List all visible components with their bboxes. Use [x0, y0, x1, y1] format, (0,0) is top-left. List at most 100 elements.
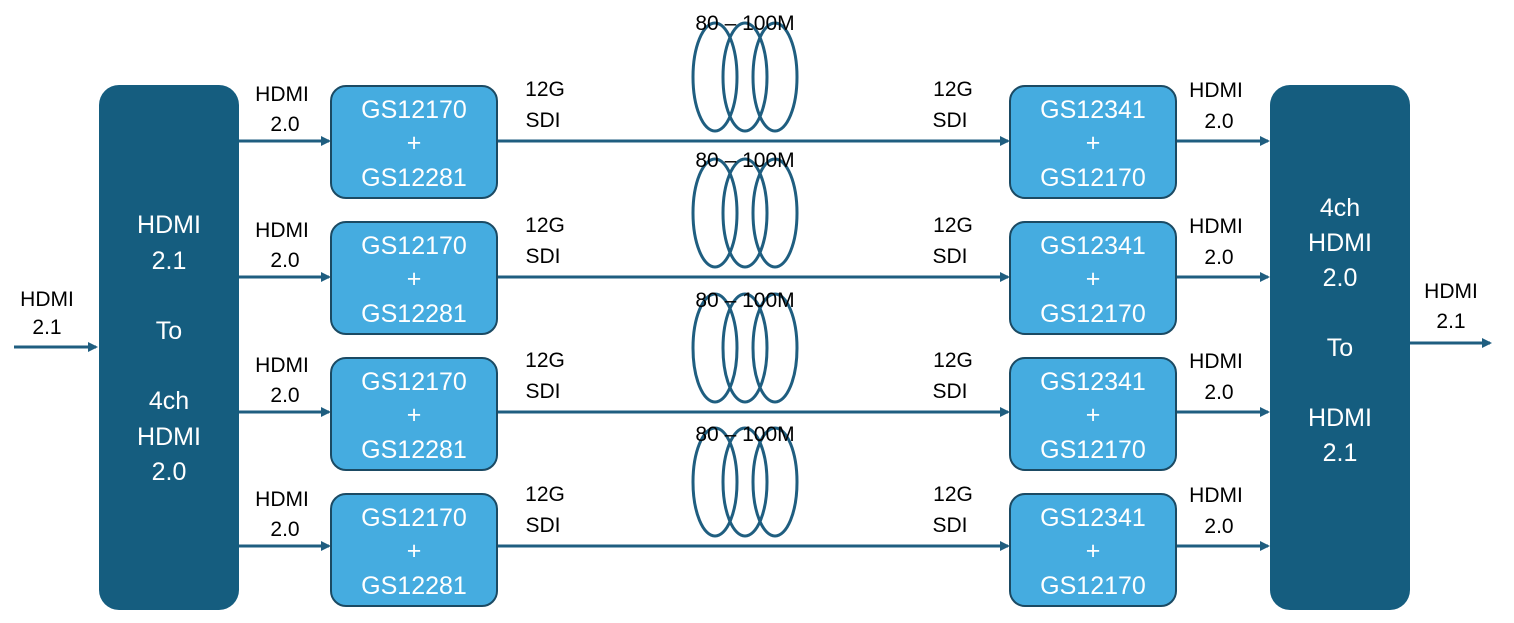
- combiner-line-4: To: [1327, 334, 1353, 362]
- tx-chip-box: [330, 85, 498, 199]
- tx-sdi-label-line2: SDI: [525, 380, 560, 403]
- hdmi-out-label-line2: 2.0: [1204, 381, 1233, 404]
- rx-chip-box: [1009, 85, 1177, 199]
- tx-chip-line3: GS12281: [361, 300, 467, 328]
- hdmi-in-label-line2: 2.0: [270, 518, 299, 541]
- tx-sdi-label-line2: SDI: [525, 514, 560, 537]
- coil-loop: [751, 426, 799, 538]
- coil-loop: [691, 292, 739, 404]
- rx-chip-line2: +: [1086, 129, 1101, 157]
- hdmi-out-label-line1: HDMI: [1189, 350, 1243, 373]
- combiner-line-1: 4ch: [1320, 194, 1360, 222]
- hdmi-out-label-line2: 2.0: [1204, 246, 1233, 269]
- rx-chip-box: [1009, 221, 1177, 335]
- splitter-line-3: To: [156, 317, 182, 345]
- hdmi-in-label-line1: HDMI: [255, 83, 309, 106]
- tx-chip-box: [330, 221, 498, 335]
- tx-sdi-label-line1: 12G: [525, 78, 565, 101]
- tx-chip-box: [330, 493, 498, 607]
- hdmi-in-label-line1: HDMI: [255, 488, 309, 511]
- rx-chip-line3: GS12170: [1040, 436, 1146, 464]
- rx-chip-box: [1009, 357, 1177, 471]
- hdmi-in-label-line1: HDMI: [255, 219, 309, 242]
- rx-chip-line1: GS12341: [1040, 232, 1146, 260]
- splitter-line-6: 2.0: [152, 458, 187, 486]
- rx-sdi-label-line2: SDI: [932, 109, 967, 132]
- coil-loop: [691, 157, 739, 269]
- coil-loop: [721, 157, 769, 269]
- rx-sdi-label-line1: 12G: [933, 214, 973, 237]
- hdmi-in-label-line1: HDMI: [255, 354, 309, 377]
- coil-loop: [691, 426, 739, 538]
- coil-loop: [751, 21, 799, 133]
- rx-chip-line3: GS12170: [1040, 164, 1146, 192]
- tx-chip-line3: GS12281: [361, 436, 467, 464]
- rx-chip-line3: GS12170: [1040, 572, 1146, 600]
- splitter-line-2: 2.1: [152, 247, 187, 275]
- tx-sdi-label-line1: 12G: [525, 214, 565, 237]
- tx-sdi-label-line2: SDI: [525, 245, 560, 268]
- hdmi-out-label-line1: HDMI: [1189, 215, 1243, 238]
- rx-chip-line2: +: [1086, 265, 1101, 293]
- hdmi-in-label-line2: 2.0: [270, 249, 299, 272]
- tx-sdi-label-line2: SDI: [525, 109, 560, 132]
- tx-chip-line1: GS12170: [361, 232, 467, 260]
- cable-coil-icon: [691, 157, 799, 269]
- combiner-line-5: HDMI: [1308, 404, 1372, 432]
- cable-coil-icon: [691, 21, 799, 133]
- tx-chip-line1: GS12170: [361, 96, 467, 124]
- tx-sdi-label-line1: 12G: [525, 349, 565, 372]
- input-label-line1: HDMI: [20, 288, 74, 311]
- output-label-line1: HDMI: [1424, 280, 1478, 303]
- tx-chip-line2: +: [407, 129, 422, 157]
- rx-sdi-label-line1: 12G: [933, 78, 973, 101]
- cable-coil-icon: [691, 292, 799, 404]
- coil-loop: [721, 21, 769, 133]
- combiner-line-2: HDMI: [1308, 229, 1372, 257]
- cable-length-label: 80 – 100M: [695, 149, 794, 172]
- hdmi-out-label-line1: HDMI: [1189, 484, 1243, 507]
- tx-chip-line1: GS12170: [361, 368, 467, 396]
- rx-chip-line1: GS12341: [1040, 504, 1146, 532]
- coil-loop: [751, 157, 799, 269]
- splitter-box-body: [99, 85, 239, 610]
- hdmi-in-label-line2: 2.0: [270, 113, 299, 136]
- output-label-line2: 2.1: [1436, 310, 1465, 333]
- coil-loop: [691, 21, 739, 133]
- hdmi-out-label-line2: 2.0: [1204, 515, 1233, 538]
- combiner-box: 4ch HDMI 2.0 To HDMI 2.1: [1270, 85, 1410, 610]
- cable-coil-icon: [691, 426, 799, 538]
- splitter-box: HDMI 2.1 To 4ch HDMI 2.0: [99, 85, 239, 610]
- rx-chip-line2: +: [1086, 537, 1101, 565]
- combiner-box-body: [1270, 85, 1410, 610]
- coil-loop: [751, 292, 799, 404]
- input-label: HDMI 2.1: [20, 288, 74, 339]
- hdmi-out-label-line1: HDMI: [1189, 79, 1243, 102]
- cable-length-label: 80 – 100M: [695, 289, 794, 312]
- splitter-line-4: 4ch: [149, 387, 189, 415]
- splitter-line-1: HDMI: [137, 211, 201, 239]
- rx-chip-line1: GS12341: [1040, 96, 1146, 124]
- cable-length-label: 80 – 100M: [695, 12, 794, 35]
- combiner-line-6: 2.1: [1323, 439, 1358, 467]
- hdmi-in-label-line2: 2.0: [270, 384, 299, 407]
- rx-chip-line2: +: [1086, 401, 1101, 429]
- tx-sdi-label-line1: 12G: [525, 483, 565, 506]
- tx-chip-line1: GS12170: [361, 504, 467, 532]
- combiner-line-3: 2.0: [1323, 264, 1358, 292]
- input-label-line2: 2.1: [32, 316, 61, 339]
- tx-chip-line3: GS12281: [361, 572, 467, 600]
- tx-chip-line2: +: [407, 265, 422, 293]
- rx-sdi-label-line2: SDI: [932, 514, 967, 537]
- output-label: HDMI 2.1: [1424, 280, 1478, 333]
- coil-loop: [721, 426, 769, 538]
- tx-chip-box: [330, 357, 498, 471]
- tx-chip-line2: +: [407, 401, 422, 429]
- rx-chip-line3: GS12170: [1040, 300, 1146, 328]
- rx-sdi-label-line2: SDI: [932, 245, 967, 268]
- tx-chip-line3: GS12281: [361, 164, 467, 192]
- rx-chip-line1: GS12341: [1040, 368, 1146, 396]
